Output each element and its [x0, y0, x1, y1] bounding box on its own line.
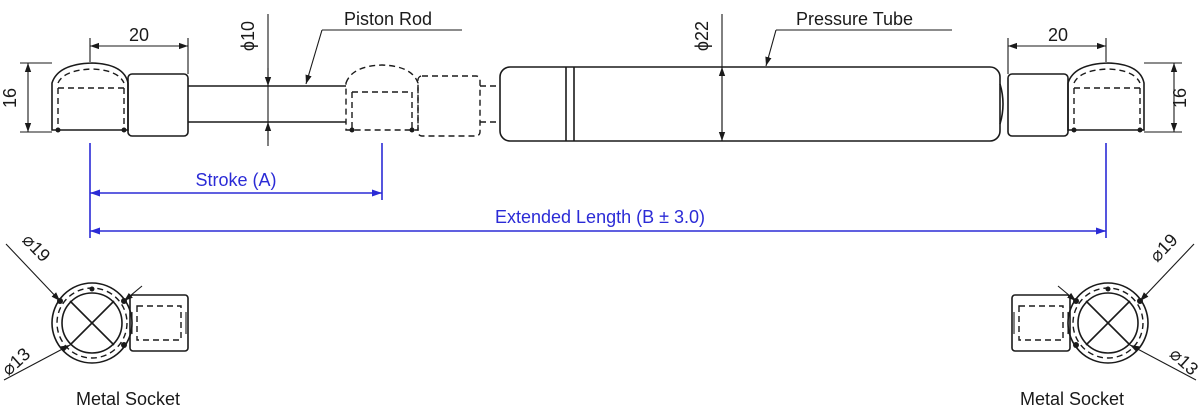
- left-ball-socket: [51, 62, 129, 133]
- retracted-fitting-ghost: [417, 75, 500, 137]
- pressure-tube-label: Pressure Tube: [796, 9, 913, 29]
- dim-rod-diameter-label: ϕ10: [238, 21, 258, 51]
- right-metal-socket-detail: [1011, 282, 1149, 364]
- left-metal-socket-detail: [51, 282, 189, 364]
- dim-right-width: [1007, 38, 1107, 74]
- piston-rod-leader: [305, 29, 462, 85]
- right-socket-outer-leader: [1057, 243, 1195, 302]
- right-socket-inner-dia-label: ⌀13: [1166, 344, 1200, 380]
- left-socket-inner-leader: [3, 344, 71, 381]
- dim-right-height-label: 16: [1170, 88, 1190, 108]
- dim-right-height: [1144, 62, 1182, 133]
- retracted-socket-ghost: [345, 64, 419, 133]
- stroke-label: Stroke (A): [195, 170, 276, 190]
- right-end-fitting: [1007, 73, 1069, 137]
- pressure-tube: [499, 66, 1004, 142]
- piston-rod: [188, 85, 346, 123]
- left-socket-outer-leader: [5, 243, 143, 302]
- dim-right-width-label: 20: [1048, 25, 1068, 45]
- dim-left-height-label: 16: [0, 88, 20, 108]
- left-end-fitting: [127, 73, 189, 137]
- dim-stroke: [89, 143, 383, 200]
- right-metal-socket-label: Metal Socket: [1020, 389, 1124, 409]
- piston-rod-label: Piston Rod: [344, 9, 432, 29]
- dim-left-width: [89, 38, 189, 74]
- dim-left-width-label: 20: [129, 25, 149, 45]
- right-socket-outer-dia-label: ⌀19: [1146, 230, 1182, 266]
- left-metal-socket-label: Metal Socket: [76, 389, 180, 409]
- dim-extended-length: [89, 143, 1107, 238]
- right-socket-inner-leader: [1129, 344, 1197, 381]
- left-socket-inner-dia-label: ⌀13: [0, 344, 34, 380]
- dim-tube-diameter-label: ϕ22: [692, 21, 712, 51]
- left-socket-outer-dia-label: ⌀19: [18, 230, 54, 266]
- dim-left-height: [20, 62, 52, 133]
- right-ball-socket: [1067, 62, 1145, 133]
- pressure-tube-leader: [765, 29, 952, 67]
- extended-length-label: Extended Length (B ± 3.0): [495, 207, 705, 227]
